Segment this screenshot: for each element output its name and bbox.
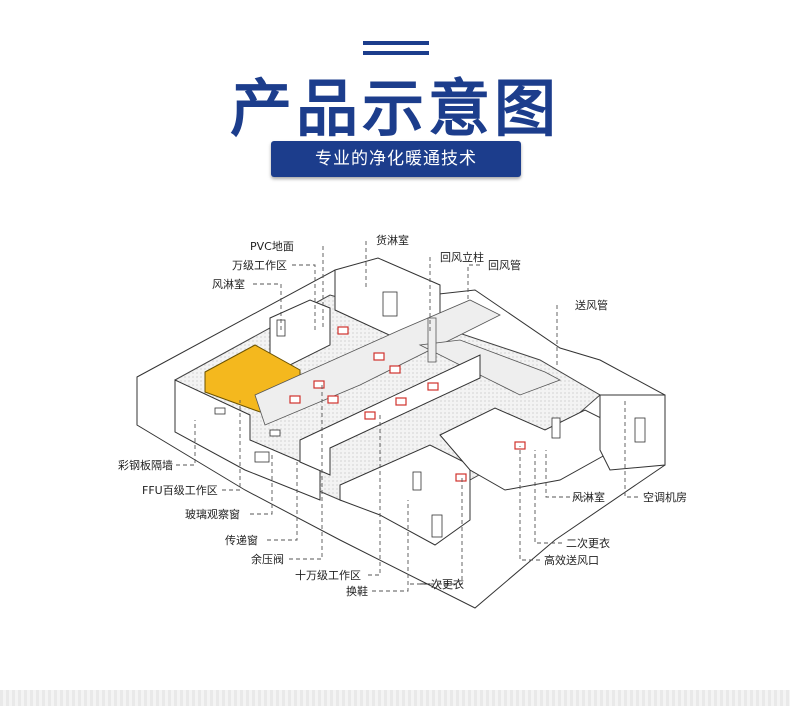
glass-window-2 [269,429,281,437]
hepa-markers [289,326,526,482]
ac-room-block [599,394,666,471]
label-ffu-area: FFU百级工作区 [142,484,218,497]
ac-room-door [634,417,646,443]
label-shoe-change: 换鞋 [346,584,368,598]
footer-band [0,690,790,706]
label-air-shower-right: 风淋室 [572,490,605,504]
change-room-door-1 [431,514,443,538]
label-return-duct: 回风管 [488,258,521,272]
label-supply-duct: 送风管 [575,298,608,312]
title-bar-top [363,41,429,45]
label-glass-window: 玻璃观察窗 [185,507,240,521]
left-partition-wall [174,379,321,501]
change-room-door-2 [412,471,422,491]
label-return-column: 回风立柱 [440,250,484,264]
label-class-100k: 十万级工作区 [295,568,361,582]
label-second-change: 二次更衣 [566,536,610,550]
pass-box [254,451,270,463]
label-cargo-shower: 货淋室 [376,233,409,247]
page-title: 产品示意图 [229,72,560,145]
supply-duct-branch [418,339,561,396]
return-duct-run [254,299,501,426]
label-color-steel: 彩钢板隔墙 [118,458,173,472]
subtitle-badge: 专业的净化暖通技术 [271,141,521,177]
label-pass-box: 传递窗 [225,533,258,547]
label-pvc-floor: PVC地面 [250,240,294,253]
label-hepa-outlet: 高效送风口 [544,553,599,567]
glass-window-1 [214,407,226,415]
title-bar-bottom [363,51,429,55]
right-air-shower-door [551,417,561,439]
label-air-shower-left: 风淋室 [212,277,245,291]
label-damper: 余压阀 [251,552,284,566]
leader-lines [176,241,638,592]
label-first-change: 一次更衣 [420,577,464,591]
label-class-10k: 万级工作区 [232,259,287,272]
return-column [427,317,437,363]
label-ac-room: 空调机房 [643,490,687,504]
cargo-shower-door [382,291,398,317]
